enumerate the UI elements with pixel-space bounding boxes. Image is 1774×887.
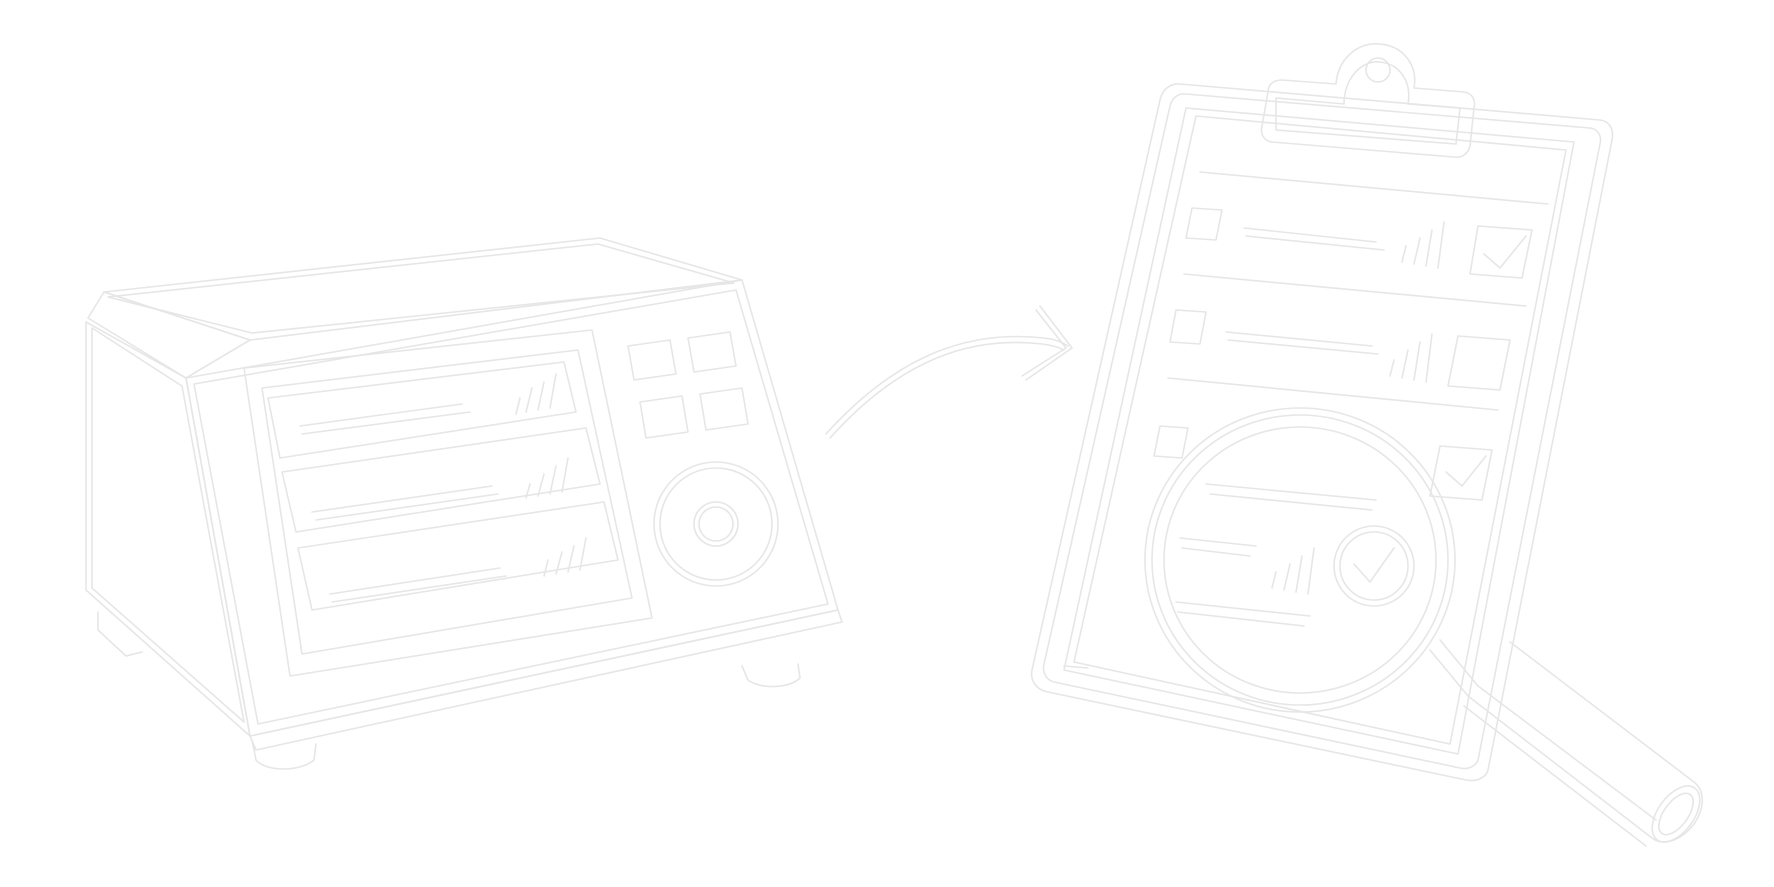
clipboard-checklist-icon [1030, 43, 1614, 782]
curved-arrow-right-icon [825, 305, 1073, 439]
device-with-screen-icon [85, 237, 843, 770]
magnifying-glass-check-icon [1144, 407, 1704, 847]
